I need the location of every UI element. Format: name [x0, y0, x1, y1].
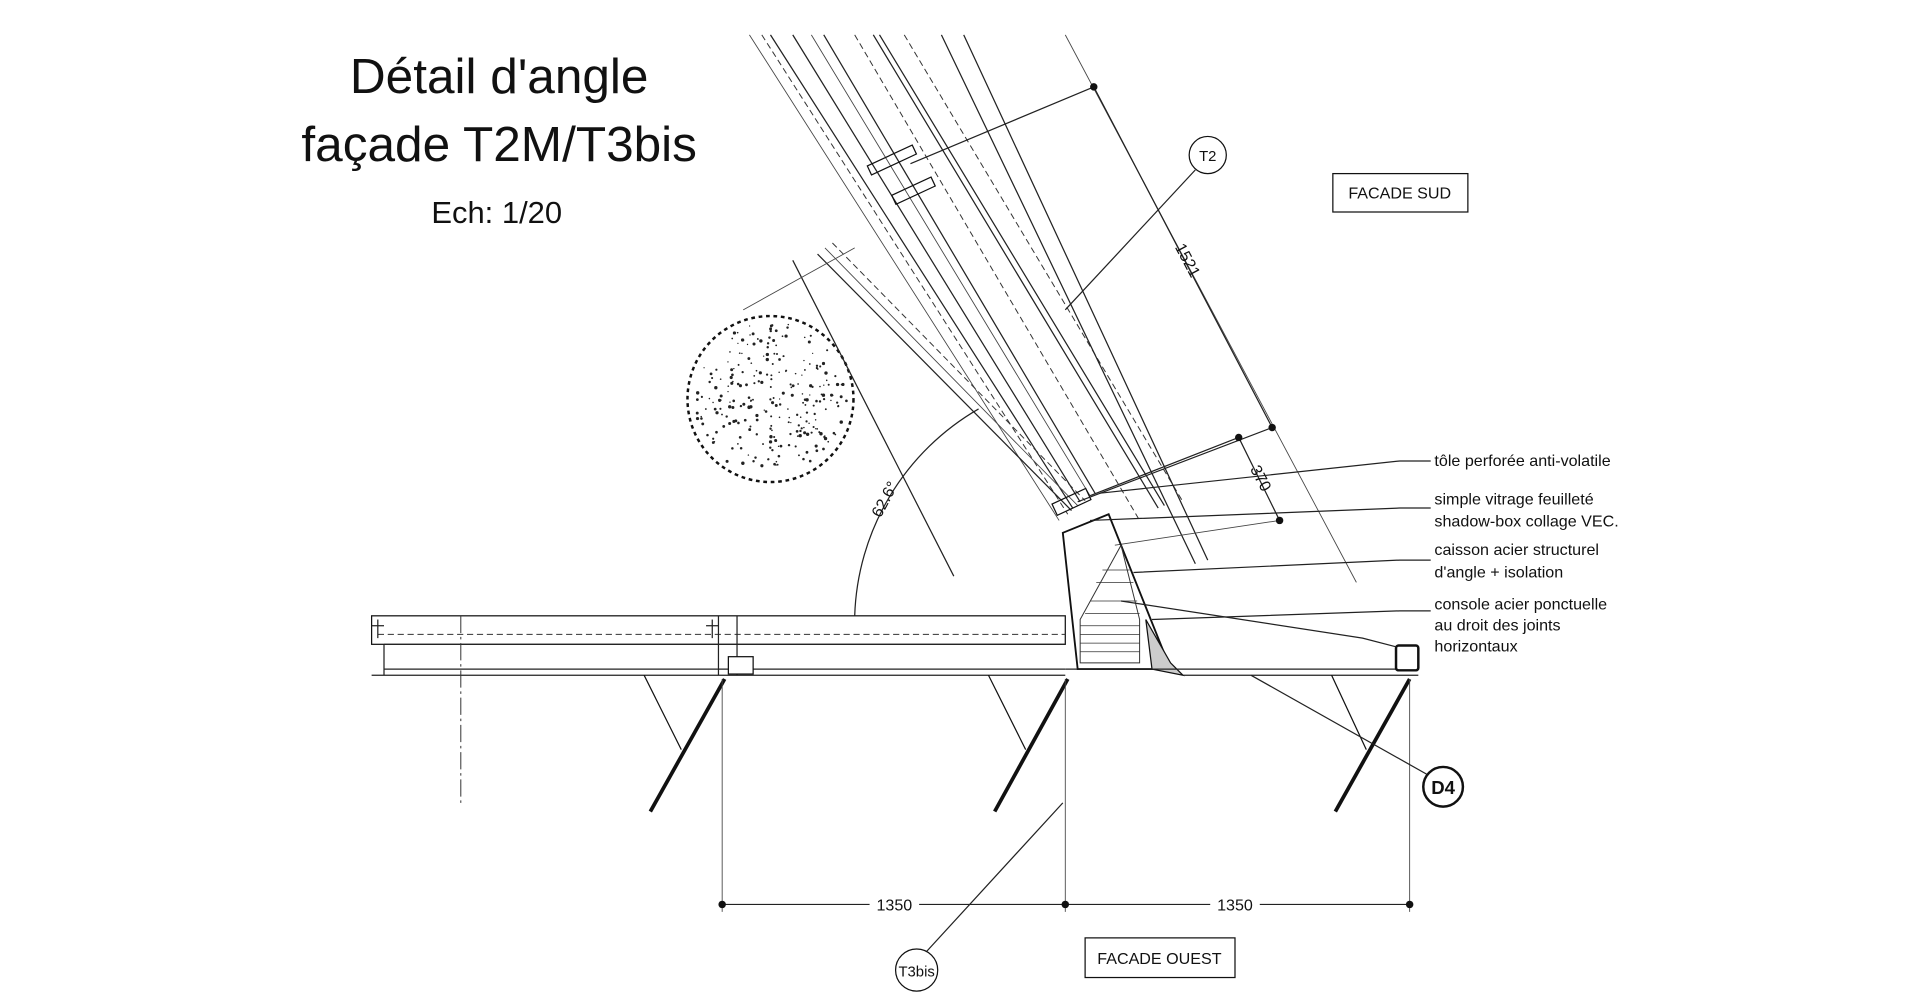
annotation-tole: tôle perforée anti-volatile [1434, 452, 1610, 470]
dim-span-left: 1350 [876, 897, 912, 915]
title-line-2: façade T2M/T3bis [301, 117, 697, 172]
tag-t2: T2 [1199, 149, 1216, 165]
title-line-1: Détail d'angle [350, 49, 649, 104]
leader-lines [1090, 460, 1431, 648]
dim-370: 370 [1246, 462, 1275, 494]
dim-span-right: 1350 [1217, 897, 1253, 915]
tag-d4: D4 [1431, 777, 1455, 798]
angle-label: 62.6° [868, 479, 902, 521]
corner-caisson [1061, 513, 1185, 677]
annotation-caisson: caisson acier structurel d'angle + isola… [1434, 541, 1603, 581]
annotation-vitrage: simple vitrage feuilleté shadow-box coll… [1434, 490, 1618, 530]
inclined-facade [743, 34, 1357, 583]
dim-1521: 1521 [1171, 240, 1204, 280]
tag-t3bis: T3bis [898, 964, 934, 980]
span-dimensions [718, 678, 1414, 915]
facade-ouest-label: FACADE OUEST [1097, 950, 1221, 968]
column-section [686, 314, 855, 484]
horizontal-facade [370, 615, 1420, 806]
sun-fins [643, 675, 1412, 813]
annotation-console: console acier ponctuelle au droit des jo… [1434, 596, 1611, 656]
facade-sud-label: FACADE SUD [1348, 184, 1451, 202]
scale-label: Ech: 1/20 [431, 195, 562, 230]
